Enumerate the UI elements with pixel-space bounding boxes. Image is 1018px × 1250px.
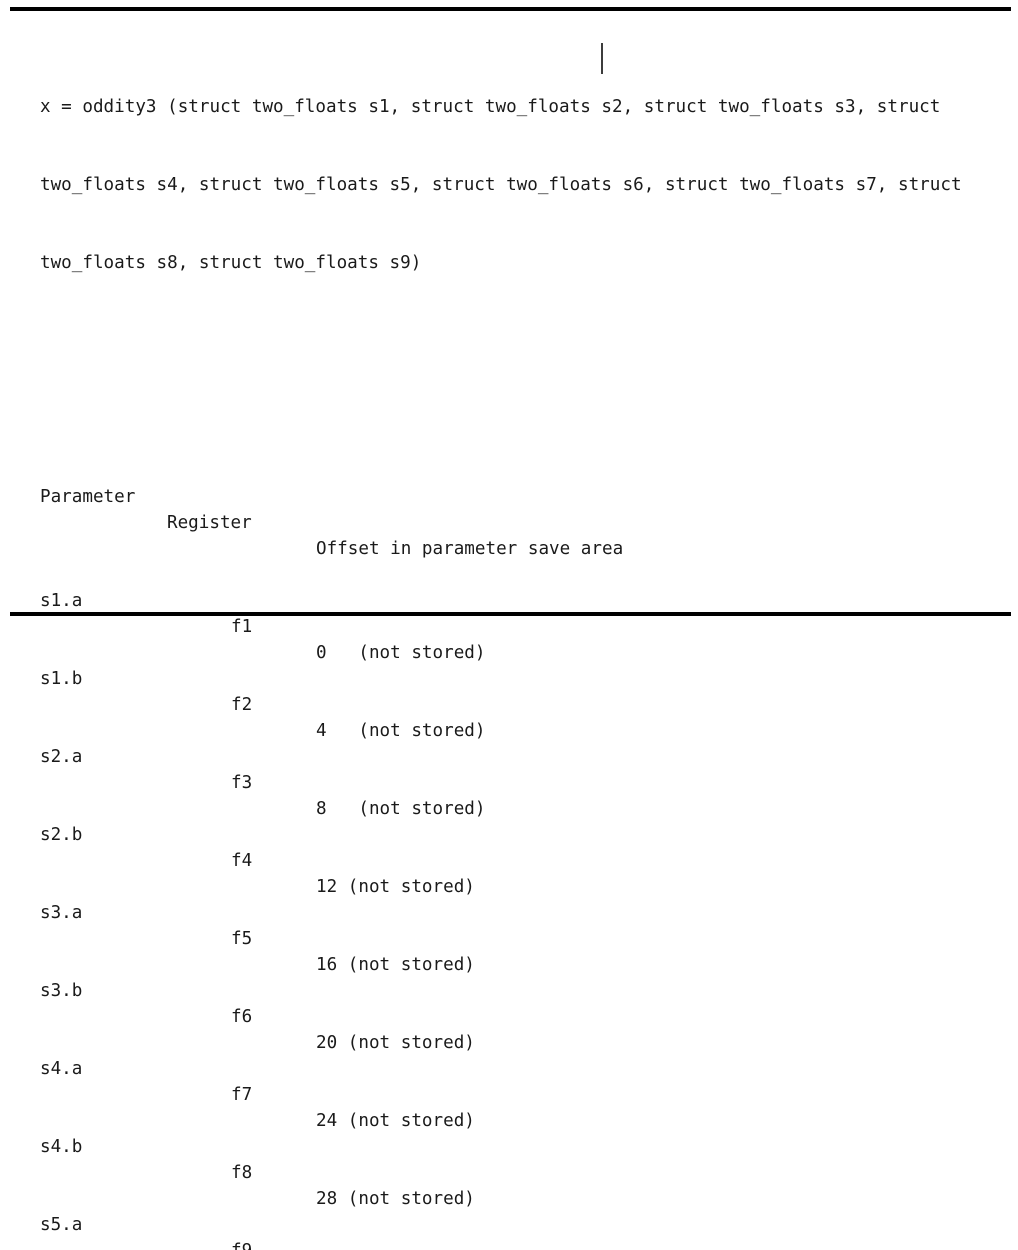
text-cursor [601, 43, 603, 74]
code-line-2: two_floats s4, struct two_floats s5, str… [40, 175, 962, 195]
table-row: s5.a f9 32 (not stored) [40, 1186, 1000, 1250]
table-row: s2.b f4 12 (not stored) [40, 796, 1000, 897]
table-row: s2.a f3 8 (not stored) [40, 718, 1000, 819]
table-row: s4.a f7 24 (not stored) [40, 1030, 1000, 1131]
param-cell: s3.a [40, 903, 83, 923]
table-row: s1.b f2 4 (not stored) [40, 640, 1000, 741]
bottom-horizontal-rule [10, 612, 1011, 616]
header-register: Register [167, 513, 252, 533]
register-cell: f3 [231, 773, 253, 793]
code-line-3: two_floats s8, struct two_floats s9) [40, 253, 422, 273]
param-cell: s2.a [40, 747, 83, 767]
document-text-area[interactable]: x = oddity3 (struct two_floats s1, struc… [40, 16, 1000, 1250]
register-cell: f4 [231, 851, 253, 871]
register-cell: f1 [231, 617, 253, 637]
register-cell: f7 [231, 1085, 253, 1105]
register-cell: f6 [231, 1007, 253, 1027]
register-cell: f5 [231, 929, 253, 949]
table-row: s3.b f6 20 (not stored) [40, 952, 1000, 1053]
header-offset: Offset in parameter save area [316, 539, 624, 559]
param-cell: s4.b [40, 1137, 83, 1157]
header-parameter: Parameter [40, 487, 136, 507]
table-row: s4.b f8 28 (not stored) [40, 1108, 1000, 1209]
register-cell: f8 [231, 1163, 253, 1183]
param-cell: s4.a [40, 1059, 83, 1079]
param-cell: s1.a [40, 591, 83, 611]
param-cell: s1.b [40, 669, 83, 689]
register-cell: f9 [231, 1238, 252, 1250]
table-header-row: Parameter Register Offset in parameter s… [40, 458, 1000, 559]
param-cell: s5.a [40, 1215, 83, 1235]
param-cell: s2.b [40, 825, 83, 845]
code-line-1: x = oddity3 (struct two_floats s1, struc… [40, 97, 941, 117]
table-row: s1.a f1 0 (not stored) [40, 562, 1000, 663]
param-cell: s3.b [40, 981, 83, 1001]
table-row: s3.a f5 16 (not stored) [40, 874, 1000, 975]
top-horizontal-rule [10, 7, 1011, 11]
blank-line [40, 354, 1000, 380]
register-cell: f2 [231, 695, 253, 715]
